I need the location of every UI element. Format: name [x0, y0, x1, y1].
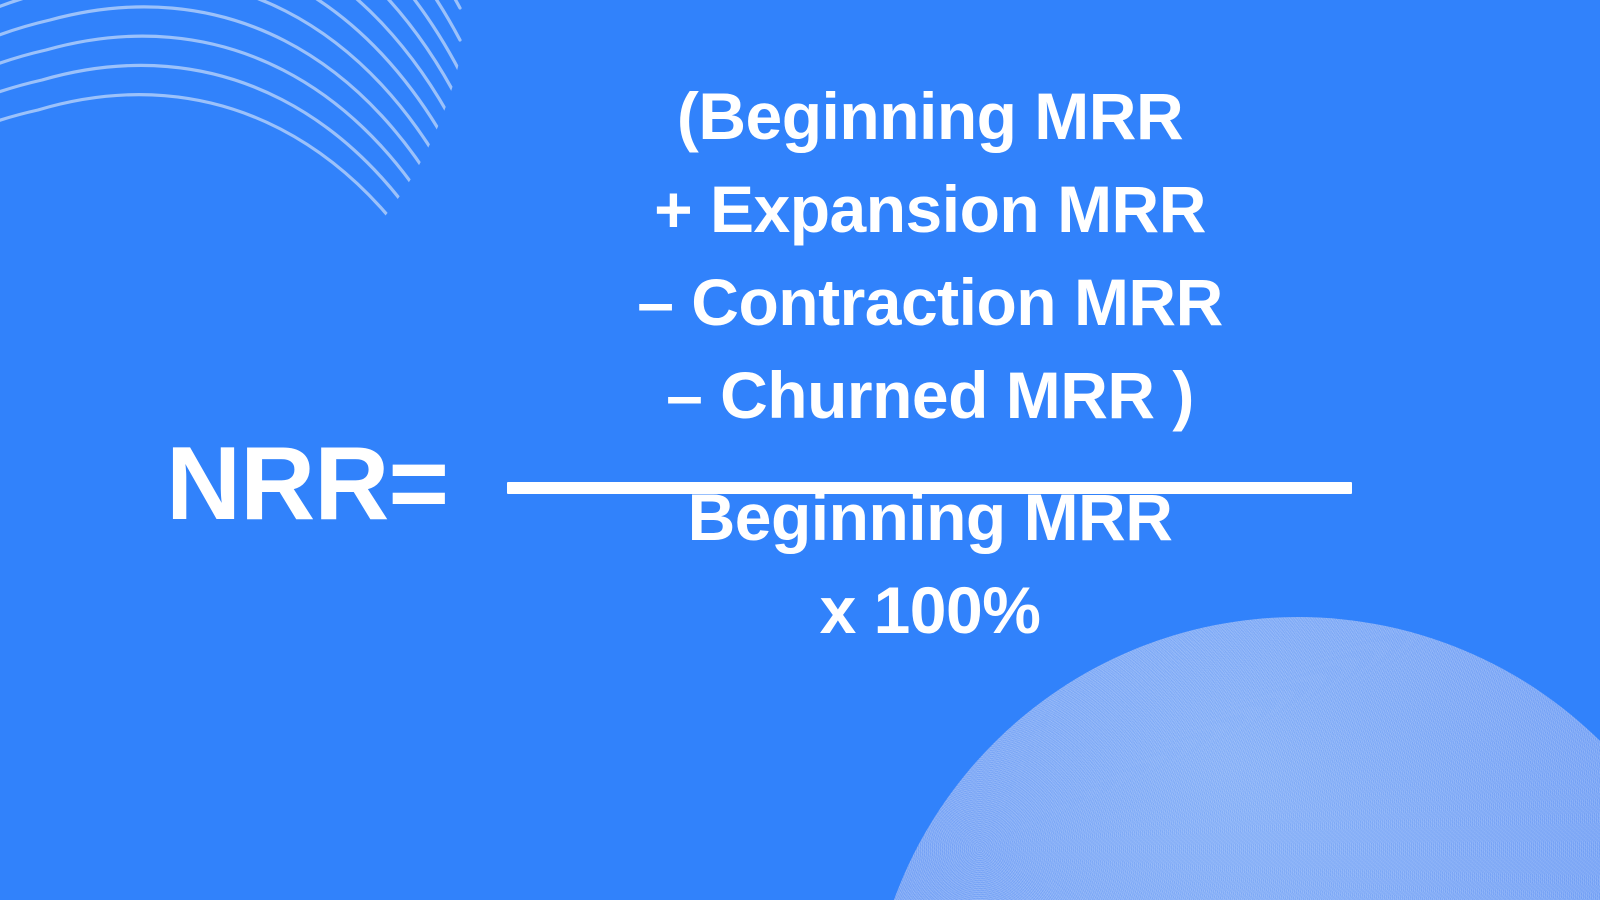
numerator-line-3: – Contraction MRR [637, 265, 1223, 339]
fraction: (Beginning MRR + Expansion MRR – Contrac… [470, 70, 1390, 657]
denominator-line-2: x 100% [819, 573, 1041, 647]
formula-label-nrr: NRR= [166, 426, 449, 542]
numerator-line-4: – Churned MRR ) [666, 358, 1194, 432]
fraction-denominator: Beginning MRR x 100% [470, 471, 1390, 657]
fraction-bar [507, 482, 1352, 494]
fraction-numerator: (Beginning MRR + Expansion MRR – Contrac… [470, 70, 1390, 442]
numerator-line-2: + Expansion MRR [654, 172, 1206, 246]
numerator-line-1: (Beginning MRR [676, 79, 1184, 153]
